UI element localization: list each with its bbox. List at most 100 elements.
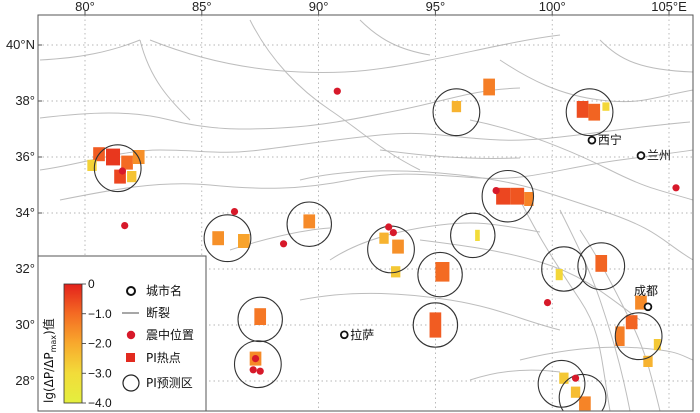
pi-region <box>203 214 252 263</box>
pi-region <box>412 302 459 348</box>
pi-region <box>93 144 142 193</box>
y-tick-label: 32° <box>15 261 35 276</box>
x-tick-label: 85° <box>192 0 212 14</box>
legend-region-symbol <box>122 374 140 392</box>
y-tick-label: 38° <box>15 93 35 108</box>
legend-city-symbol <box>126 286 136 296</box>
epicenter <box>279 240 288 248</box>
city-marker <box>643 302 653 312</box>
pi-hotspot <box>576 101 589 118</box>
pi-hotspot <box>114 169 126 184</box>
city-marker <box>587 135 597 145</box>
colorbar <box>63 283 83 404</box>
pi-hotspot <box>483 78 495 96</box>
pi-region <box>541 246 587 292</box>
epicenter <box>118 167 126 175</box>
pi-hotspot <box>429 312 442 338</box>
pi-hotspot <box>496 187 511 205</box>
city-label: 拉萨 <box>350 327 374 342</box>
pi-region <box>286 201 332 247</box>
pi-hotspot <box>635 295 647 310</box>
colorbar-tick-label: −4.0 <box>88 396 112 410</box>
y-tick-label: 34° <box>15 205 35 220</box>
pi-hotspot <box>303 214 316 229</box>
pi-hotspot <box>392 239 404 254</box>
epicenter <box>543 299 552 307</box>
pi-hotspot <box>106 148 121 166</box>
city-label: 成都 <box>634 284 658 298</box>
colorbar-tick-label: −1.0 <box>88 307 112 321</box>
epicenter <box>251 355 260 363</box>
epicenter <box>230 208 239 216</box>
city-marker <box>339 330 349 340</box>
y-tick-label: 30° <box>15 317 35 332</box>
city-label: 西宁 <box>598 132 622 147</box>
pi-hotspot <box>588 103 601 121</box>
x-tick-label: 90° <box>309 0 329 14</box>
legend: 0 −1.0 −2.0 −3.0 −4.0 lg(ΔP/ΔPmax)值 城市名 断裂 震… <box>37 255 207 412</box>
pi-hotspot <box>643 355 653 367</box>
city-label: 兰州 <box>647 149 671 163</box>
pi-hotspot <box>555 269 563 281</box>
pi-region <box>577 242 626 291</box>
pi-hotspot <box>559 372 569 384</box>
pi-hotspot <box>238 234 250 248</box>
pi-hotspot <box>379 232 389 244</box>
pi-hotspot <box>87 159 97 171</box>
colorbar-tick-label: −3.0 <box>88 366 112 380</box>
x-tick-label: 100° <box>539 0 566 14</box>
legend-hotspot-symbol <box>126 353 135 362</box>
pi-hotspot <box>615 326 625 346</box>
epicenter <box>389 229 397 237</box>
legend-label-epicenter: 震中位置 <box>146 327 194 342</box>
pi-hotspot <box>570 386 581 398</box>
pi-hotspot <box>212 231 224 246</box>
pi-region <box>233 340 282 389</box>
epicenter <box>121 222 129 230</box>
epicenters-layer <box>118 87 680 382</box>
colorbar-tick-label: 0 <box>88 277 95 291</box>
city-marker <box>636 151 646 160</box>
pi-hotspot <box>475 229 480 241</box>
pi-hotspot <box>127 171 137 183</box>
x-tick-label: 95° <box>426 0 446 14</box>
epicenter <box>385 223 393 231</box>
pi-hotspot <box>625 315 638 330</box>
colorbar-ticks: 0 −1.0 −2.0 −3.0 −4.0 <box>82 277 112 410</box>
pi-region <box>558 373 607 411</box>
pi-region <box>450 212 496 259</box>
pi-region <box>614 312 663 361</box>
y-tick-label: 28° <box>15 373 35 388</box>
pi-hotspot <box>451 101 462 113</box>
legend-label-city: 城市名 <box>146 283 182 298</box>
y-tick-label: 36° <box>15 149 35 164</box>
x-tick-label: 80° <box>75 0 95 14</box>
y-tick-label: 40°N <box>6 37 35 52</box>
pi-hotspot <box>595 255 608 272</box>
x-axis-ticks: 80° 85° 90° 95° 100° 105°E <box>75 0 687 15</box>
epicenter <box>249 366 257 374</box>
pi-hotspot <box>653 339 661 351</box>
colorbar-title: lg(ΔP/ΔPmax)值 <box>41 318 58 403</box>
pi-region <box>432 88 481 137</box>
x-tick-label: 105°E <box>651 0 687 14</box>
pi-hotspot <box>435 262 450 282</box>
epicenter <box>571 374 580 382</box>
pi-hotspot <box>579 396 591 411</box>
pi-hotspot <box>121 155 133 170</box>
epicenter <box>492 187 500 195</box>
epicenter <box>256 367 264 375</box>
legend-label-fault: 断裂 <box>146 305 170 320</box>
colorbar-tick-label: −2.0 <box>88 337 112 351</box>
legend-label-region: PI预测区 <box>146 376 193 390</box>
y-axis-ticks: 40°N 38° 36° 34° 32° 30° 28° <box>6 37 42 388</box>
pi-region <box>565 88 614 137</box>
legend-label-hotspot: PI热点 <box>146 351 181 365</box>
legend-epicenter-symbol <box>126 330 136 340</box>
pi-regions-layer <box>93 88 663 411</box>
pi-hotspot <box>602 102 610 111</box>
pi-region <box>481 169 535 223</box>
pi-hotspot <box>524 192 534 206</box>
